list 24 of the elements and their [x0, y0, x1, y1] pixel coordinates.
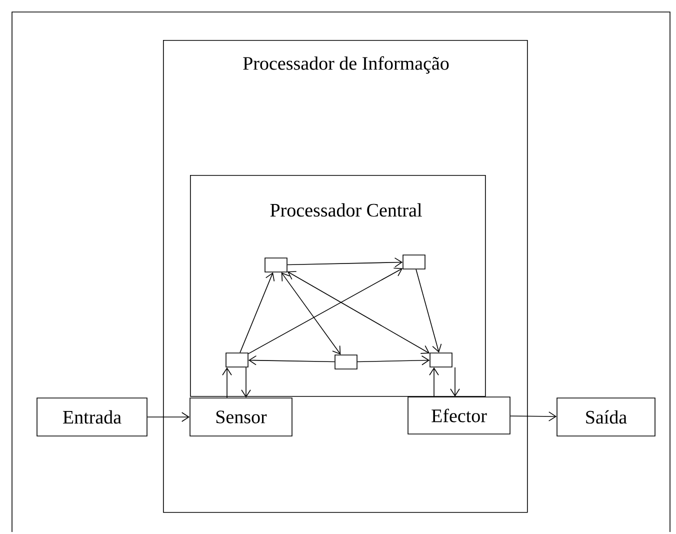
arrow [222, 367, 232, 398]
label-box: Entrada [36, 398, 148, 436]
arrow [429, 367, 439, 397]
arrow [281, 272, 341, 355]
small-box [334, 354, 358, 370]
small-box [430, 352, 452, 368]
arrow [241, 366, 251, 398]
arrow [416, 269, 442, 353]
small-box [264, 258, 288, 272]
label-box: Saída [556, 398, 656, 436]
container-box: Processador Central [190, 174, 486, 397]
arrow [450, 366, 460, 397]
small-box [226, 352, 248, 368]
arrow [240, 272, 275, 353]
arrow [287, 271, 430, 354]
label-box: Sensor [190, 398, 292, 436]
arrow [248, 355, 335, 366]
arrow [510, 412, 557, 422]
arrow [287, 258, 403, 268]
arrow [248, 268, 403, 354]
small-box [402, 254, 426, 270]
arrow [357, 356, 430, 366]
arrow [147, 412, 190, 422]
label-box: Efector [408, 396, 510, 434]
